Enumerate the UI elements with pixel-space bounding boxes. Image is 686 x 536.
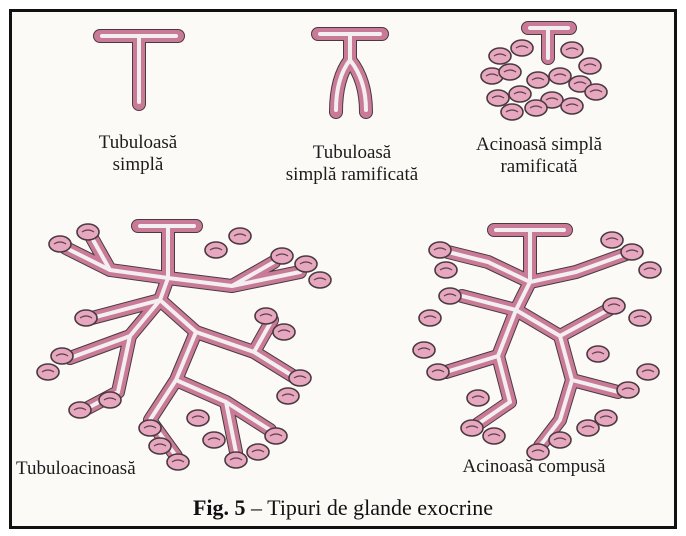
label-acinar-simple-branched: Acinoasă simplă ramificată bbox=[450, 134, 628, 178]
label-line: Tubuloasă bbox=[262, 142, 442, 164]
tubular-simple-gland bbox=[100, 36, 178, 104]
figure-caption: Fig. 5 – Tipuri de glande exocrine bbox=[0, 495, 686, 521]
label-line: ramificată bbox=[450, 156, 628, 178]
label-line: simplă bbox=[78, 154, 198, 176]
tubular-simple-branched-gland bbox=[318, 34, 382, 112]
label-acinar-compound: Acinoasă compusă bbox=[444, 456, 624, 478]
tubuloacinar-gland bbox=[37, 224, 331, 470]
acinar-simple-branched-gland bbox=[481, 28, 607, 120]
label-line: Tubuloasă bbox=[78, 132, 198, 154]
label-tubular-simple: Tubuloasă simplă bbox=[78, 132, 198, 176]
caption-separator: – bbox=[246, 495, 268, 520]
caption-text: Tipuri de glande exocrine bbox=[267, 495, 493, 520]
acinar-compound-gland bbox=[413, 230, 661, 460]
label-line: Acinoasă simplă bbox=[450, 134, 628, 156]
caption-prefix: Fig. 5 bbox=[193, 495, 246, 520]
label-line: simplă ramificată bbox=[262, 164, 442, 186]
label-tubuloacinar: Tubuloacinoasă bbox=[16, 458, 176, 480]
label-tubular-simple-branched: Tubuloasă simplă ramificată bbox=[262, 142, 442, 186]
